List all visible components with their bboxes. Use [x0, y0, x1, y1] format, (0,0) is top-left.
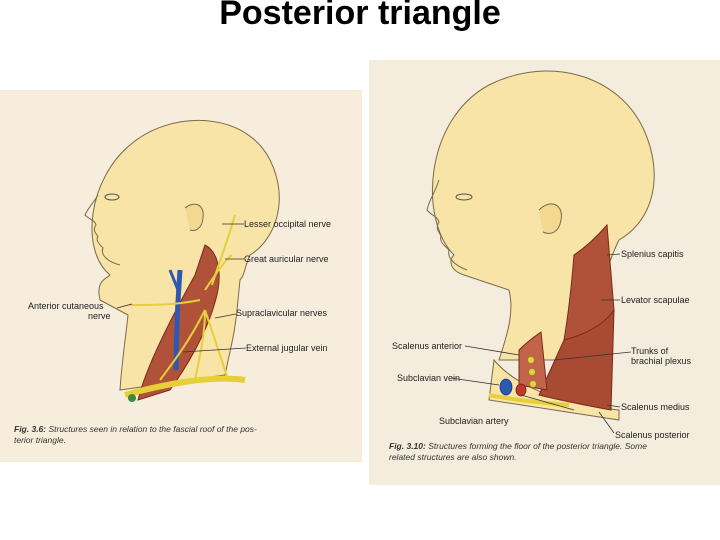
label-supraclavicular-nerves: Supraclavicular nerves: [236, 308, 328, 318]
right-ear: [538, 203, 562, 234]
left-head-illustration: [84, 119, 280, 402]
right-caption-line2: related structures are also shown.: [389, 452, 517, 462]
right-eye: [455, 193, 473, 201]
left-figure-caption: Fig. 3.6: Structures seen in relation to…: [14, 424, 354, 446]
right-caption-line1: Structures forming the floor of the post…: [428, 441, 647, 451]
label-external-jugular-vein: External jugular vein: [246, 343, 328, 353]
right-head-illustration: [426, 70, 655, 434]
label-trunks-line1: Trunks of: [631, 346, 669, 356]
label-scalenus-posterior: Scalenus posterior: [615, 430, 690, 440]
right-subclavian-vein: [499, 378, 513, 396]
slide-title: Posterior triangle: [219, 0, 501, 32]
left-anterior-cutaneous-nerve: [129, 299, 201, 306]
left-eye: [104, 193, 120, 201]
left-ear: [184, 203, 204, 231]
left-great-auricular-nerve: [204, 254, 233, 291]
label-anterior-cutaneous-nerve-line1: Anterior cutaneous: [28, 301, 104, 311]
left-figure-panel: Lesser occipital nerve Great auricular n…: [0, 90, 362, 462]
label-subclavian-artery: Subclavian artery: [439, 416, 509, 426]
right-brachial-plexus-trunks: [527, 356, 537, 388]
label-subclavian-vein: Subclavian vein: [397, 373, 461, 383]
label-great-auricular-nerve: Great auricular nerve: [244, 254, 329, 264]
left-face-profile: [84, 194, 121, 266]
label-scalenus-medius: Scalenus medius: [621, 402, 690, 412]
right-figure-caption: Fig. 3.10: Structures forming the floor …: [389, 441, 715, 463]
left-caption-line2: terior triangle.: [14, 435, 66, 445]
right-face-profile: [426, 179, 468, 271]
right-levator-scapulae: [538, 308, 615, 411]
right-figure-panel: Splenius capitis Levator scapulae Scalen…: [369, 60, 720, 485]
left-clavicle: [124, 375, 246, 398]
label-trunks-line2: brachial plexus: [631, 356, 692, 366]
right-subclavian-artery: [515, 383, 527, 397]
label-splenius-capitis: Splenius capitis: [621, 249, 684, 259]
right-caption-fig: Fig. 3.10:: [389, 441, 426, 451]
left-caption-fig: Fig. 3.6:: [14, 424, 47, 434]
label-scalenus-anterior: Scalenus anterior: [392, 341, 463, 351]
left-supraclavicular-nerves: [159, 309, 229, 381]
left-caption-line1: Structures seen in relation to the fasci…: [48, 424, 257, 434]
label-levator-scapulae: Levator scapulae: [621, 295, 690, 305]
label-anterior-cutaneous-nerve-line2: nerve: [88, 311, 111, 321]
left-head-outline: [91, 119, 280, 391]
label-lesser-occipital-nerve: Lesser occipital nerve: [244, 219, 332, 229]
